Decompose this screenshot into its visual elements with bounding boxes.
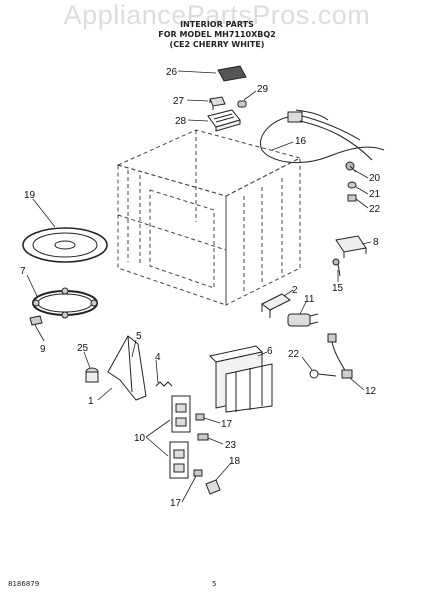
callout-17-lower: 17 <box>170 498 182 509</box>
part-23-clip <box>197 433 209 441</box>
callout-22: 22 <box>369 204 381 215</box>
part-25-knob <box>85 367 99 383</box>
callout-20: 20 <box>369 173 381 184</box>
color-line: (CE2 CHERRY WHITE) <box>169 40 265 49</box>
part-17-clip-upper <box>195 413 205 421</box>
part-12-wire <box>327 333 353 379</box>
part-29-clip <box>237 100 247 108</box>
part-22-clamp <box>347 194 357 202</box>
part-16-wire-harness <box>260 109 385 163</box>
leader-lines <box>26 70 372 503</box>
part-10-switch-upper <box>171 395 191 433</box>
callout-9: 9 <box>40 344 46 355</box>
callout-12: 12 <box>365 386 377 397</box>
model-line: FOR MODEL MH7110XBQ2 <box>158 30 276 39</box>
part-22-ring-terminal <box>309 369 337 379</box>
callout-26: 26 <box>166 67 178 78</box>
callout-2: 2 <box>292 285 298 296</box>
part-10-switch-lower <box>169 441 189 479</box>
part-2-bracket <box>261 293 291 318</box>
part-6-transformer <box>208 345 273 413</box>
callout-23: 23 <box>225 440 237 451</box>
part-4-spring <box>155 381 173 387</box>
part-8-bracket <box>335 235 367 258</box>
microwave-cavity <box>116 129 302 306</box>
callout-4: 4 <box>155 352 161 363</box>
callout-29: 29 <box>257 84 269 95</box>
callout-7: 7 <box>20 266 26 277</box>
callout-17-upper: 17 <box>221 419 233 430</box>
part-19-glass-tray <box>22 227 108 263</box>
callout-11: 11 <box>304 294 315 305</box>
callout-1: 1 <box>88 396 94 407</box>
part-27-block <box>209 96 226 110</box>
part-17-clip-lower <box>193 469 203 477</box>
callout-16: 16 <box>295 136 307 147</box>
callout-5: 5 <box>136 331 142 342</box>
callout-25: 25 <box>77 343 89 354</box>
part-7-roller-ring <box>32 287 98 319</box>
part-1-bracket <box>107 335 147 401</box>
page-title: INTERIOR PARTS <box>180 20 254 29</box>
callout-labels: 26 27 29 28 16 20 21 22 19 8 7 15 2 11 9… <box>20 67 381 509</box>
callout-15: 15 <box>332 283 344 294</box>
callout-19: 19 <box>24 190 36 201</box>
part-11-capacitor <box>287 313 319 327</box>
part-9-coupler <box>29 315 43 326</box>
callout-8: 8 <box>373 237 379 248</box>
callout-10: 10 <box>134 433 146 444</box>
part-28-housing <box>207 109 241 132</box>
part-15-screw <box>332 258 341 277</box>
part-26-pad <box>217 65 247 82</box>
callout-21: 21 <box>369 189 381 200</box>
part-21-nut <box>347 181 357 189</box>
part-18-bracket <box>205 479 221 495</box>
callout-28: 28 <box>175 116 187 127</box>
document-number: 8186879 <box>8 580 40 588</box>
part-20-screw <box>345 161 357 173</box>
callout-6: 6 <box>267 346 273 357</box>
callout-27: 27 <box>173 96 185 107</box>
page-number: 5 <box>212 580 217 588</box>
callout-18: 18 <box>229 456 241 467</box>
callout-22-lower: 22 <box>288 349 300 360</box>
